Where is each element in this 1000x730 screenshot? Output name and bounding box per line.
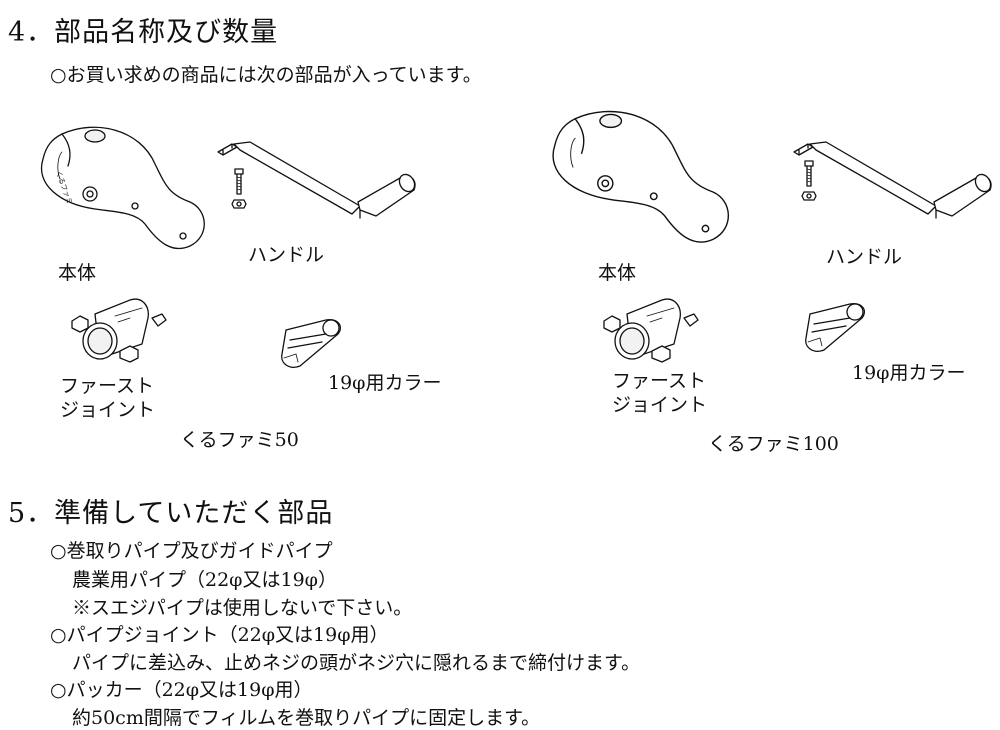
part-label-handle: ハンドル (826, 246, 903, 268)
section4-heading: 4．部品名称及び数量 (8, 17, 279, 48)
part-label-joint-line1: ファースト (60, 375, 155, 397)
crank-handle-icon (793, 141, 992, 219)
product-name-1: くるファミ50 (180, 429, 299, 451)
prep-item-line: 約50cm間隔でフィルムを巻取りパイプに固定します。 (72, 707, 541, 729)
part-label-collar: 19φ用カラー (328, 372, 442, 394)
product-name-2: くるファミ100 (708, 433, 839, 455)
collar-icon (281, 319, 341, 368)
collar-icon (805, 303, 865, 352)
first-joint-icon (71, 298, 167, 363)
prep-item-title: ○パイプジョイント（22φ又は19φ用） (50, 624, 389, 646)
part-label-body: 本体 (598, 262, 637, 284)
part-label-joint-line2: ジョイント (60, 399, 156, 421)
prep-item-title: ○巻取りパイプ及びガイドパイプ (50, 540, 333, 562)
section5-heading: 5．準備していただく部品 (8, 498, 334, 529)
prep-item-title: ○パッカー（22φ又は19φ用） (50, 679, 313, 701)
winch-body-icon: くるファミ (40, 126, 205, 250)
winch-body-icon (552, 110, 729, 243)
bolt-icon (801, 160, 817, 201)
part-label-joint-line1: ファースト (612, 370, 707, 392)
part-label-collar: 19φ用カラー (852, 362, 966, 384)
bolt-icon (231, 168, 247, 209)
section4-intro: ○お買い求めの商品には次の部品が入っています。 (50, 64, 482, 86)
prep-item-note: ※スエジパイプは使用しないで下さい。 (72, 597, 413, 619)
part-label-joint-line2: ジョイント (612, 394, 708, 416)
prep-item-line: パイプに差込み、止めネジの頭がネジ穴に隠れるまで締付けます。 (72, 652, 641, 674)
prep-item-line: 農業用パイプ（22φ又は19φ） (72, 569, 337, 591)
crank-handle-icon (217, 141, 416, 219)
part-label-body: 本体 (58, 262, 97, 284)
part-label-handle: ハンドル (248, 244, 325, 266)
first-joint-icon (603, 298, 699, 363)
